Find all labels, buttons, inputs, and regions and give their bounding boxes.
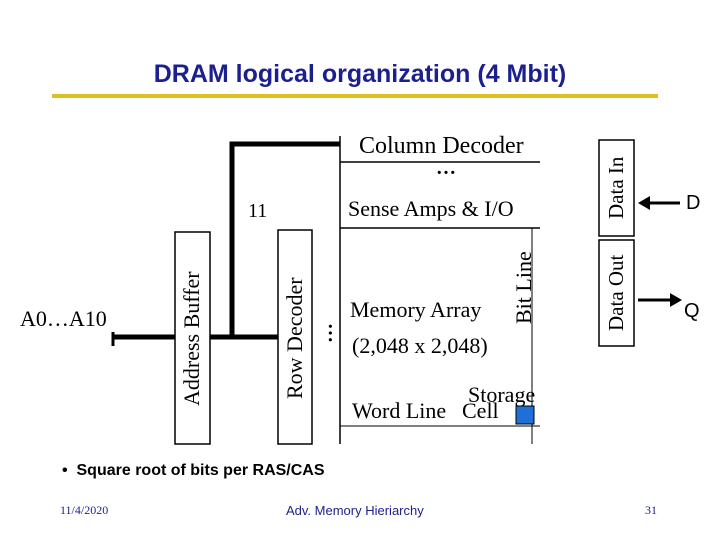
sense-amps-label: Sense Amps & I/O bbox=[348, 196, 514, 221]
column-decoder-label: Column Decoder bbox=[359, 133, 524, 159]
footer-page-number: 31 bbox=[645, 503, 657, 517]
address-input-label: A0…A10 bbox=[20, 306, 107, 331]
memory-array-title: Memory Array bbox=[350, 297, 482, 322]
data-out-label: Data Out bbox=[604, 254, 628, 332]
bit-line-label: Bit Line bbox=[511, 251, 536, 325]
memory-array-size: (2,048 x 2,048) bbox=[352, 333, 488, 358]
address-buffer-label: Address Buffer bbox=[179, 271, 204, 407]
bullet-text: Square root of bits per RAS/CAS bbox=[76, 462, 325, 479]
bus-width-label: 11 bbox=[248, 200, 268, 222]
row-decoder-label: Row Decoder bbox=[282, 277, 307, 399]
slide-title: DRAM logical organization (4 Mbit) bbox=[153, 60, 567, 88]
cell-label: Cell bbox=[462, 398, 499, 423]
column-address-bus bbox=[229, 141, 340, 336]
title-underline bbox=[52, 94, 658, 98]
data-in-box bbox=[598, 139, 635, 237]
footer-date: 11/4/2020 bbox=[60, 503, 109, 517]
address-buffer-box bbox=[174, 231, 211, 445]
q-arrow-head bbox=[670, 293, 682, 307]
storage-label: Storage bbox=[468, 382, 536, 407]
data-out-box bbox=[598, 239, 635, 347]
data-in-label: Data In bbox=[604, 156, 628, 220]
row-decoder-box bbox=[277, 229, 313, 445]
d-arrow-head bbox=[638, 196, 650, 210]
bullet-dot: • bbox=[62, 462, 77, 479]
footer-title: Adv. Memory Hieriarchy bbox=[286, 503, 424, 518]
bullet-item: • Square root of bits per RAS/CAS bbox=[62, 462, 325, 480]
column-dots: … bbox=[436, 157, 456, 179]
word-line-label: Word Line bbox=[352, 398, 447, 423]
q-label: Q bbox=[684, 300, 700, 322]
storage-cell bbox=[515, 405, 535, 425]
row-dots: … bbox=[315, 323, 337, 343]
d-label: D bbox=[686, 192, 701, 214]
